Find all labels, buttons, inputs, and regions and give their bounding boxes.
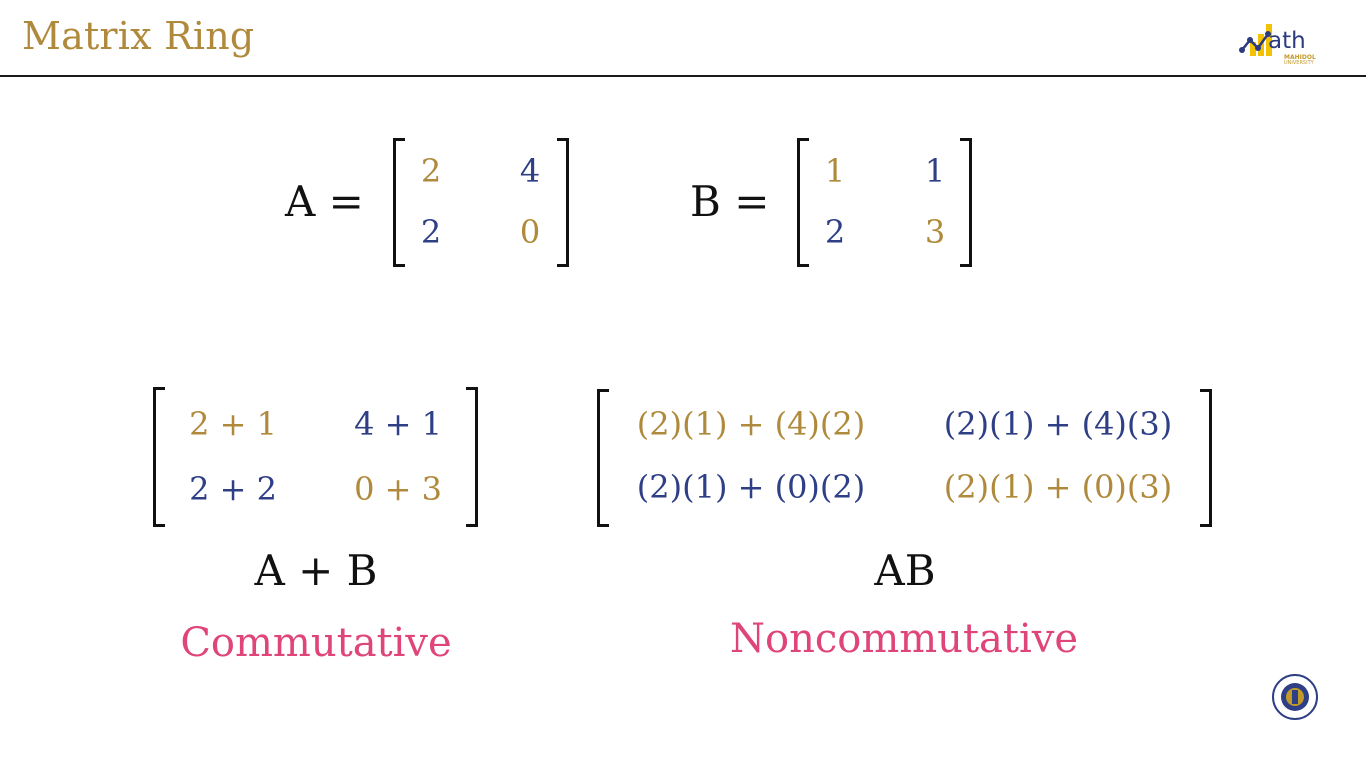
- matrix-a-label: A =: [285, 177, 364, 226]
- sum-right-bracket: [466, 387, 478, 527]
- sum-caption: A + B: [254, 546, 378, 595]
- university-seal-icon: [1271, 673, 1319, 721]
- matrix-a-entry-12: 4: [519, 152, 541, 190]
- matrix-a-left-bracket: [393, 138, 405, 267]
- sum-property-note: Commutative: [180, 620, 452, 666]
- matrix-b-left-bracket: [797, 138, 809, 267]
- matrix-a-entry-22: 0: [519, 213, 541, 251]
- sum-entry-11: 2 + 1: [189, 405, 277, 443]
- math-logo-icon: ath MAHIDOL UNIVERSITY: [1236, 20, 1328, 70]
- sum-entry-12: 4 + 1: [354, 405, 442, 443]
- product-caption: AB: [874, 546, 936, 595]
- header-divider: [0, 75, 1366, 77]
- product-right-bracket: [1200, 389, 1212, 527]
- matrix-b-entry-21: 2: [824, 213, 846, 251]
- logo-word: ath: [1268, 28, 1306, 54]
- matrix-b-entry-11: 1: [824, 152, 846, 190]
- matrix-b-entry-22: 3: [924, 213, 946, 251]
- matrix-a-entry-11: 2: [420, 152, 442, 190]
- matrix-a-entry-21: 2: [420, 213, 442, 251]
- product-left-bracket: [597, 389, 609, 527]
- matrix-b-entry-12: 1: [924, 152, 946, 190]
- logo-sub-1: MAHIDOL: [1284, 54, 1316, 61]
- sum-left-bracket: [153, 387, 165, 527]
- matrix-b-right-bracket: [960, 138, 972, 267]
- product-entry-12: (2)(1) + (4)(3): [943, 405, 1173, 443]
- product-entry-11: (2)(1) + (4)(2): [636, 405, 866, 443]
- sum-entry-22: 0 + 3: [354, 470, 442, 508]
- matrix-a-right-bracket: [557, 138, 569, 267]
- product-property-note: Noncommutative: [729, 616, 1079, 662]
- sum-entry-21: 2 + 2: [189, 470, 277, 508]
- product-entry-21: (2)(1) + (0)(2): [636, 468, 866, 506]
- product-entry-22: (2)(1) + (0)(3): [943, 468, 1173, 506]
- matrix-b-label: B =: [690, 177, 770, 226]
- logo-sub-2: UNIVERSITY: [1284, 60, 1314, 66]
- page-title: Matrix Ring: [22, 14, 255, 58]
